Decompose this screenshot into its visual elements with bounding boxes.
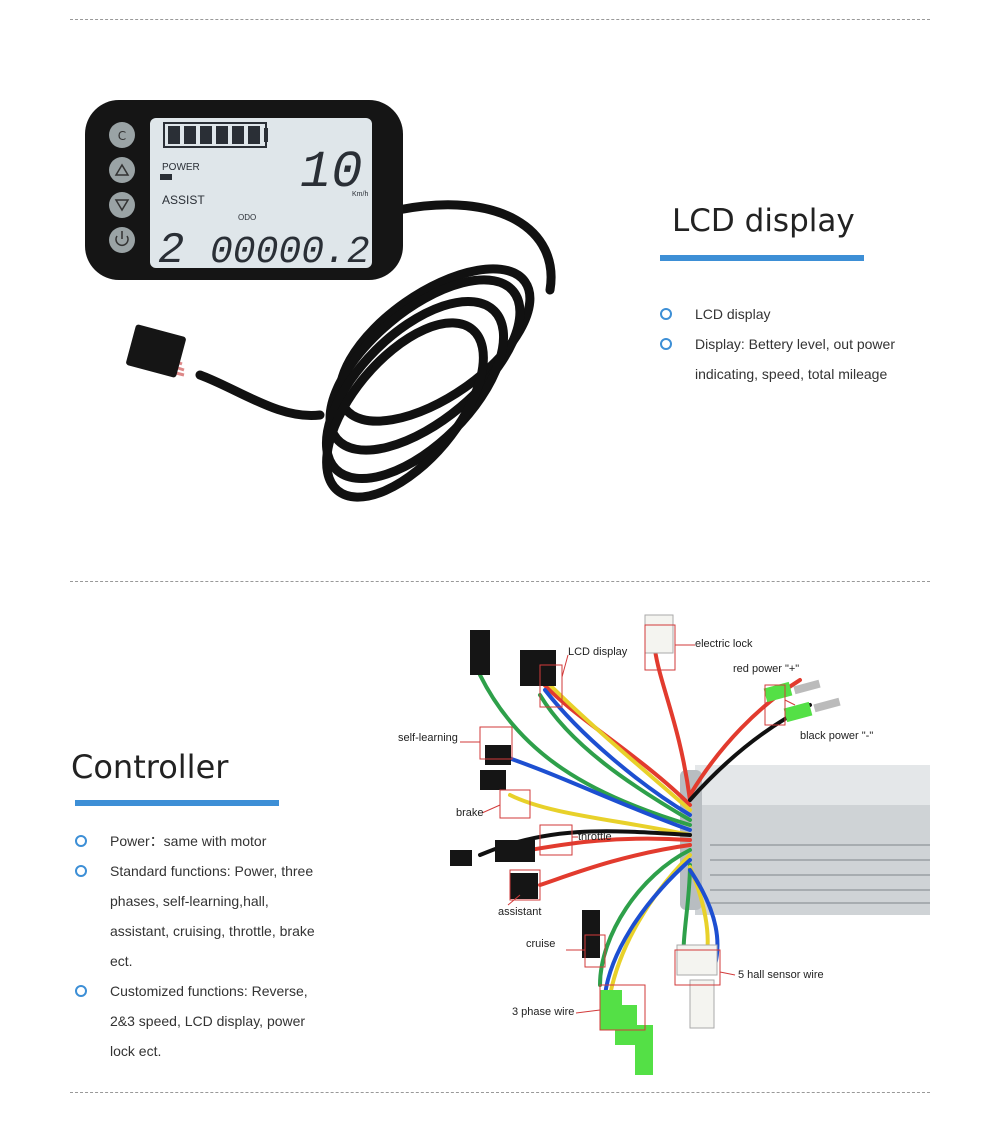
label-3-phase-wire: 3 phase wire xyxy=(512,1006,574,1018)
label-hall-sensor-wire: 5 hall sensor wire xyxy=(738,969,824,981)
label-self-learning: self-learning xyxy=(398,732,458,744)
lcd-title-underline xyxy=(660,255,864,261)
c-button-icon xyxy=(109,122,135,148)
svg-text:C: C xyxy=(118,129,126,143)
lcd-section-title: LCD display xyxy=(672,203,855,239)
lcd-odo-value: 00000.2 xyxy=(210,231,370,274)
label-assistant: assistant xyxy=(498,906,541,918)
bullet-circle-icon xyxy=(660,308,672,320)
list-item: LCD display xyxy=(660,299,930,329)
divider-top xyxy=(70,19,930,20)
list-item: Standard functions: Power, three phases,… xyxy=(75,856,325,976)
list-item: Power：same with motor xyxy=(75,826,325,856)
power-icon xyxy=(109,227,135,253)
controller-title-underline xyxy=(75,800,279,806)
list-item: Display: Bettery level, out power indica… xyxy=(660,329,930,389)
label-brake: brake xyxy=(456,807,484,819)
lcd-power-label: POWER xyxy=(162,162,200,173)
lcd-speed-unit: Km/h xyxy=(352,191,368,198)
controller-feature-list: Power：same with motor Standard functions… xyxy=(75,826,325,1066)
label-black-power: black power "-" xyxy=(800,730,873,742)
lcd-display-photo: C POWER ASSIST 10 Km/h ODO 2 00000.2 xyxy=(80,90,560,530)
lcd-odo-label: ODO xyxy=(238,213,256,222)
label-electric-lock: electric lock xyxy=(695,638,753,650)
down-arrow-icon xyxy=(109,192,135,218)
up-arrow-icon xyxy=(109,157,135,183)
bullet-circle-icon xyxy=(75,985,87,997)
controller-section-title: Controller xyxy=(71,748,229,786)
controller-wiring-diagram: LCD display electric lock red power "+" … xyxy=(390,605,930,1085)
label-lcd-display: LCD display xyxy=(568,646,628,658)
label-cruise: cruise xyxy=(526,938,555,950)
list-item: Customized functions: Reverse, 2&3 speed… xyxy=(75,976,325,1066)
divider-bottom xyxy=(70,1092,930,1093)
lcd-speed-value: 10 xyxy=(300,143,362,202)
lcd-assist-level: 2 xyxy=(158,226,184,276)
label-throttle: throttle xyxy=(578,831,612,843)
lcd-feature-list: LCD display Display: Bettery level, out … xyxy=(660,299,930,389)
bullet-circle-icon xyxy=(75,835,87,847)
lcd-assist-label: ASSIST xyxy=(162,193,205,207)
label-red-power: red power "+" xyxy=(733,663,799,675)
bullet-circle-icon xyxy=(75,865,87,877)
divider-middle xyxy=(70,581,930,582)
bullet-circle-icon xyxy=(660,338,672,350)
